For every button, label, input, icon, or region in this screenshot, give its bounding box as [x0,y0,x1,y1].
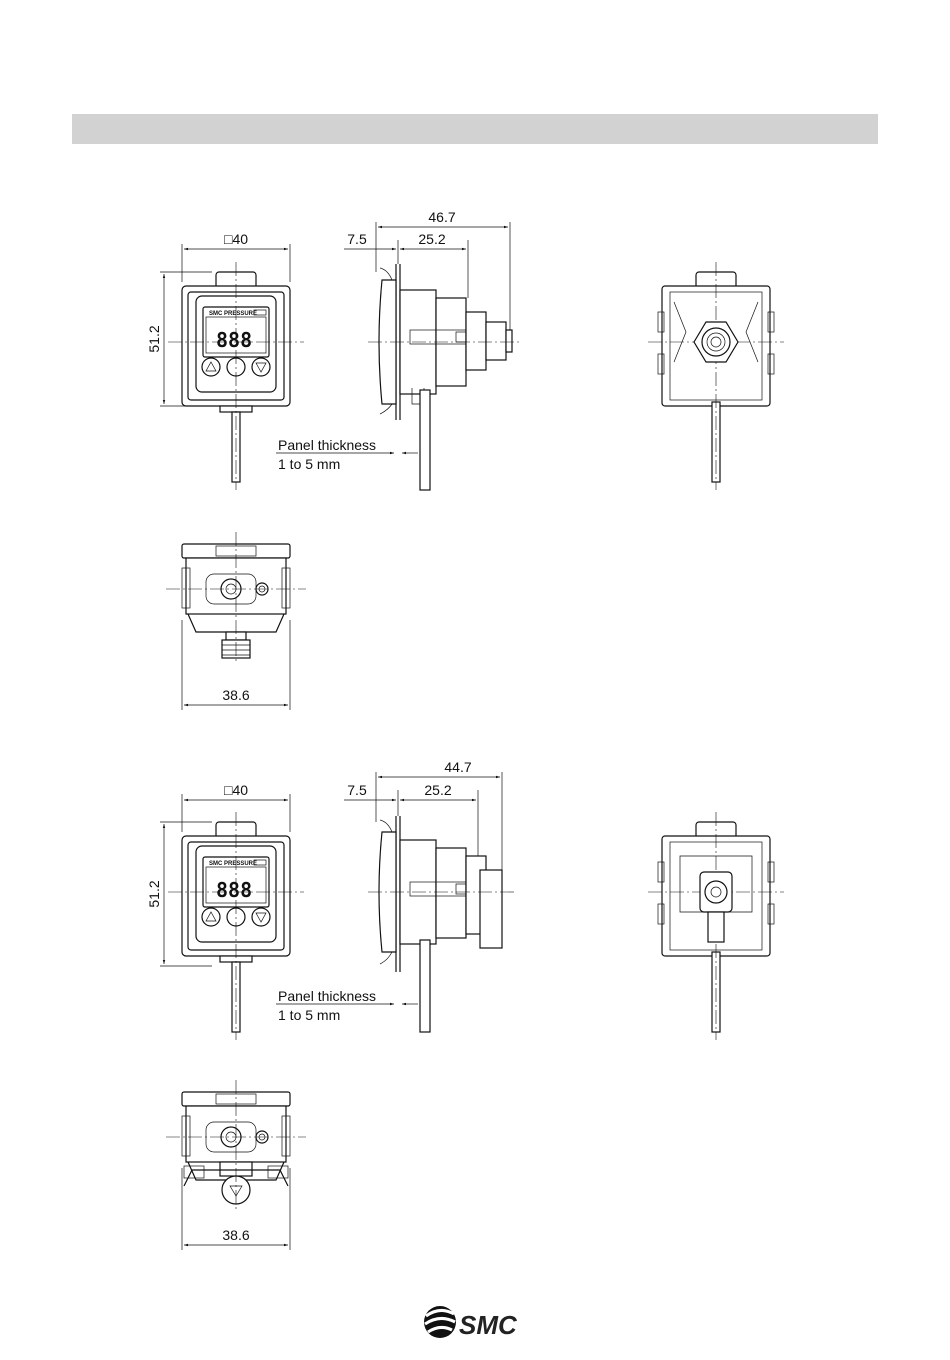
front-height-dim-1: 51.2 [146,325,162,352]
rear-view-1 [648,262,784,490]
bottom-width-dim-1: 38.6 [222,687,249,703]
side-total-dim-1: 46.7 [428,209,455,225]
lcd-brand-1: SMC [209,311,223,317]
lcd-label-2: PRESSURE [224,861,257,867]
front-height-dim-2: 51.2 [146,880,162,907]
side-front-dim-2: 7.5 [347,782,367,798]
rear-view-2 [648,812,784,1040]
front-view-2: SMC PRESSURE 888 [168,812,304,1040]
side-view-2 [368,816,514,1032]
panel-note-line1-2: Panel thickness [278,988,376,1004]
panel-note-line1-1: Panel thickness [278,437,376,453]
footer-logo-text: SMC [459,1310,518,1340]
front-square-dim-2: □40 [224,782,248,798]
bottom-view-2 [166,1080,306,1212]
lcd-label-1: PRESSURE [224,311,257,317]
side-front-dim-1: 7.5 [347,231,367,247]
panel-note-line2-1: 1 to 5 mm [278,456,340,472]
side-total-dim-2: 44.7 [444,759,471,775]
bottom-width-dim-2: 38.6 [222,1227,249,1243]
bottom-view-1 [166,532,306,664]
side-body-dim-2: 25.2 [424,782,451,798]
smc-logo: SMC [424,1306,518,1340]
front-square-dim-1: □40 [224,231,248,247]
side-body-dim-1: 25.2 [418,231,445,247]
lcd-brand-2: SMC [209,861,223,867]
lcd-digits-2: 888 [216,878,252,902]
lcd-digits-1: 888 [216,328,252,352]
side-view-1 [368,264,520,490]
panel-note-line2-2: 1 to 5 mm [278,1007,340,1023]
